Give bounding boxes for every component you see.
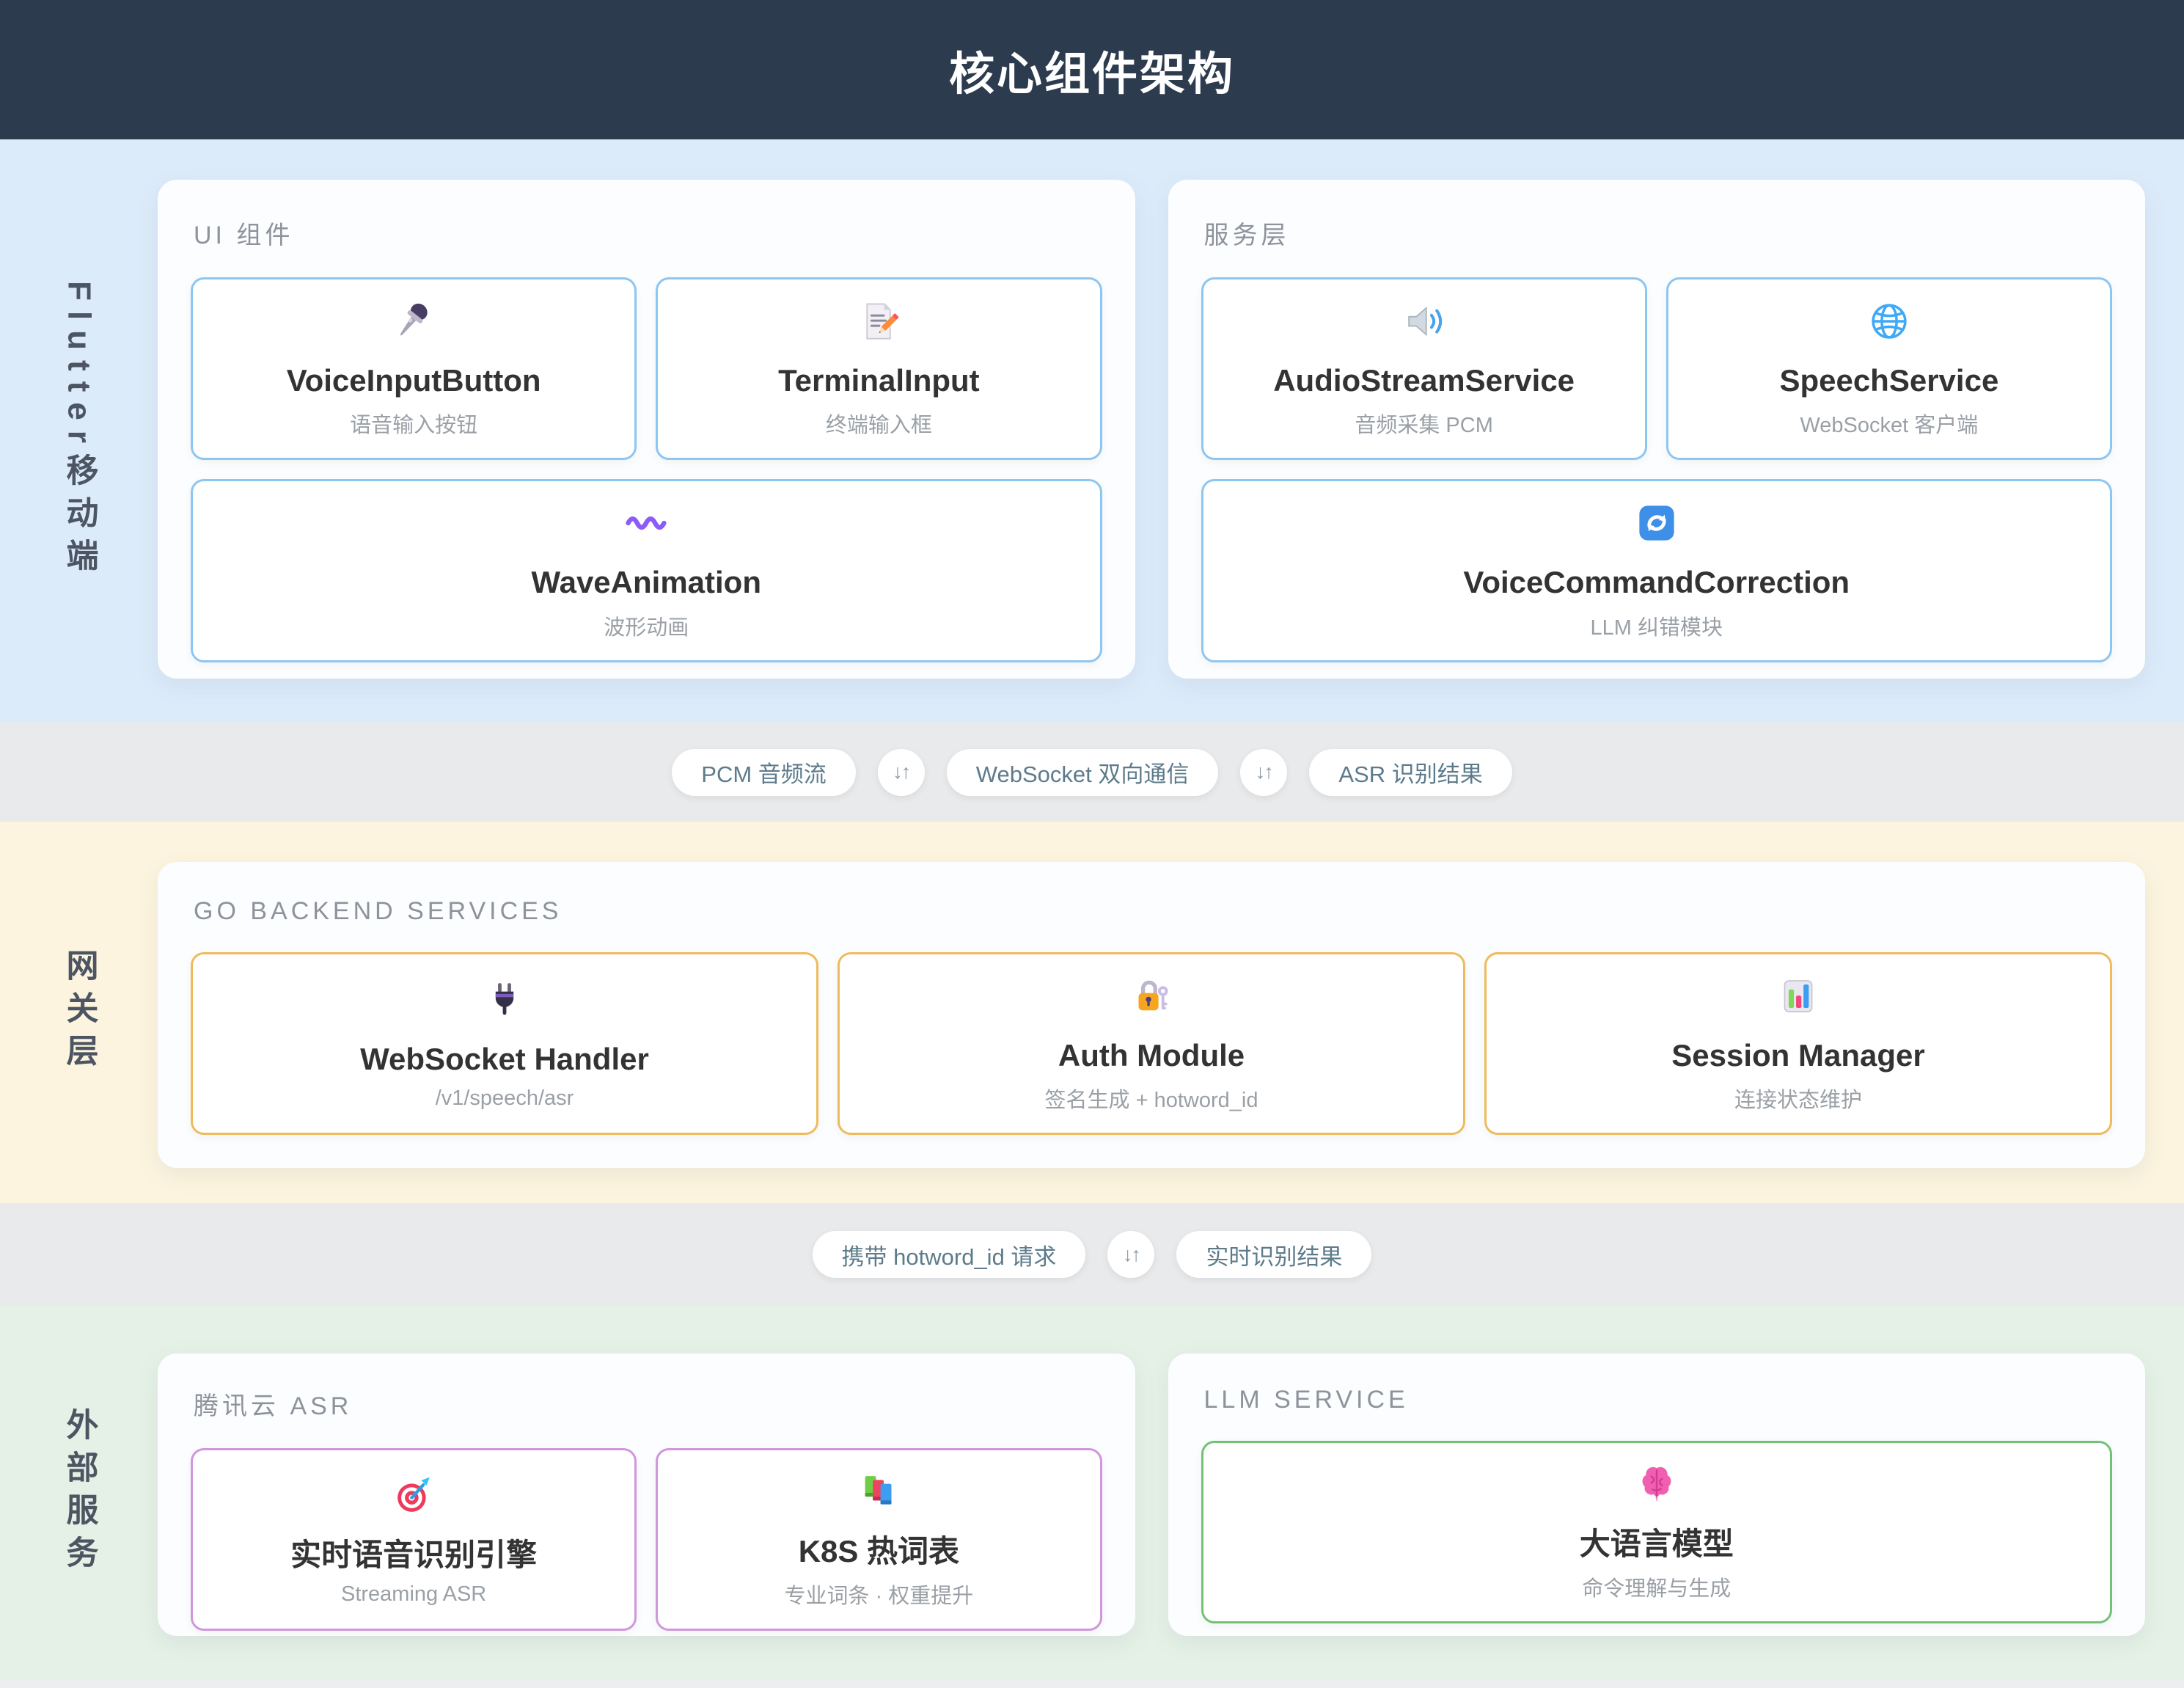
arrow-updown-icon: ↓↑	[1107, 1231, 1155, 1278]
card-title: 实时语音识别引擎	[290, 1537, 538, 1572]
card-title: WaveAnimation	[531, 565, 761, 600]
microphone-icon	[392, 299, 435, 344]
books-icon	[858, 1469, 899, 1515]
card-title: K8S 热词表	[798, 1534, 960, 1568]
layer-flutter-mobile: Flutter移动端 UI 组件 VoiceInputButton 语音输入按钮 T…	[0, 139, 2184, 723]
arrow-updown-icon: ↓↑	[877, 748, 925, 796]
target-icon	[393, 1473, 434, 1519]
page-title: 核心组件架构	[948, 49, 1235, 100]
component-card: VoiceInputButton 语音输入按钮	[191, 277, 637, 461]
flow-pill: WebSocket 双向通信	[946, 748, 1219, 796]
plug-icon	[485, 977, 524, 1023]
component-card: WaveAnimation 波形动画	[191, 479, 1102, 662]
flow-pill: 实时识别结果	[1176, 1231, 1372, 1278]
card-desc: Streaming ASR	[340, 1582, 487, 1606]
panel-title: LLM SERVICE	[1203, 1386, 1409, 1414]
speaker-sound-icon	[1403, 299, 1445, 344]
diagram-header: 核心组件架构	[0, 0, 2184, 139]
llm-service-cards: 大语言模型命令理解与生成	[1201, 1441, 2112, 1624]
layer-label-flutter: Flutter移动端	[0, 139, 158, 723]
component-card: AudioStreamService 音频采集 PCM	[1201, 277, 1647, 461]
component-card: TerminalInput 终端输入框	[656, 277, 1102, 461]
card-title: Session Manager	[1671, 1038, 1925, 1073]
component-card: Session Manager 连接状态维护	[1484, 952, 2112, 1136]
card-desc: 终端输入框	[825, 414, 932, 438]
tencent-asr-panel: 腾讯云 ASR 实时语音识别引擎 Streaming ASR K8S 热词表专业词条…	[158, 1353, 1135, 1636]
card-desc: 签名生成 + hotword_id	[1044, 1089, 1258, 1113]
llm-service-panel: LLM SERVICE 大语言模型命令理解与生成	[1168, 1353, 2145, 1636]
arrows-cycle-icon	[1636, 500, 1677, 546]
layer-external-services: 外部服务 腾讯云 ASR 实时语音识别引擎 Streaming ASR K8S 热词…	[0, 1306, 2184, 1680]
component-card: K8S 热词表专业词条 · 权重提升	[656, 1448, 1102, 1632]
card-title: WebSocket Handler	[360, 1041, 649, 1076]
layer-gateway: 网关层 GO BACKEND SERVICES WebSocket Handle…	[0, 822, 2184, 1203]
card-title: VoiceCommandCorrection	[1463, 565, 1850, 600]
memo-pencil-icon	[858, 299, 899, 344]
card-title: TerminalInput	[778, 363, 980, 398]
flow-pill: 携带 hotword_id 请求	[812, 1231, 1086, 1278]
card-desc: /v1/speech/asr	[435, 1086, 574, 1110]
card-desc: 音频采集 PCM	[1355, 414, 1493, 438]
card-title: VoiceInputButton	[286, 363, 541, 398]
ui-components-cards: VoiceInputButton 语音输入按钮 TerminalInput 终端输入框…	[191, 277, 1102, 662]
ui-components-panel: UI 组件 VoiceInputButton 语音输入按钮 TerminalInpu…	[158, 180, 1135, 679]
globe-icon	[1869, 299, 1910, 344]
layer-label-gateway: 网关层	[0, 822, 158, 1203]
bottom-strip	[0, 1680, 2184, 1688]
lock-key-icon	[1131, 973, 1172, 1019]
layer-label-text: Flutter移动端	[61, 281, 98, 581]
card-desc: 语音输入按钮	[350, 414, 478, 438]
bar-chart-icon	[1778, 973, 1818, 1019]
layer-label-external: 外部服务	[0, 1306, 158, 1680]
brain-icon	[1638, 1462, 1676, 1508]
card-title: Auth Module	[1058, 1038, 1245, 1073]
wave-icon	[625, 500, 667, 546]
panel-title: 服务层	[1203, 222, 1290, 249]
flow-row-gateway-external: 携带 hotword_id 请求 ↓↑ 实时识别结果	[0, 1203, 2184, 1306]
flow-pill: ASR 识别结果	[1309, 748, 1512, 796]
tencent-asr-cards: 实时语音识别引擎 Streaming ASR K8S 热词表专业词条 · 权重提升	[191, 1448, 1102, 1632]
card-desc: 波形动画	[604, 615, 689, 640]
card-desc: LLM 纠错模块	[1590, 615, 1723, 640]
card-desc: 专业词条 · 权重提升	[784, 1585, 974, 1609]
card-desc: 连接状态维护	[1734, 1089, 1862, 1113]
arrow-updown-icon: ↓↑	[1240, 748, 1288, 796]
card-title: 大语言模型	[1579, 1527, 1734, 1561]
gateway-layer-content: GO BACKEND SERVICES WebSocket Handler/v1…	[158, 822, 2184, 1203]
panel-title: 腾讯云 ASR	[194, 1392, 353, 1420]
card-desc: WebSocket 客户端	[1800, 414, 1979, 438]
layer-label-text: 网关层	[61, 949, 98, 1076]
flow-pill: PCM 音频流	[672, 748, 856, 796]
component-card: WebSocket Handler/v1/speech/asr	[191, 952, 818, 1136]
component-card: 实时语音识别引擎 Streaming ASR	[191, 1448, 637, 1632]
go-backend-panel: GO BACKEND SERVICES WebSocket Handler/v1…	[158, 862, 2145, 1168]
card-title: SpeechService	[1779, 363, 1999, 398]
flow-row-mobile-gateway: PCM 音频流 ↓↑ WebSocket 双向通信 ↓↑ ASR 识别结果	[0, 723, 2184, 822]
component-card: Auth Module 签名生成 + hotword_id	[838, 952, 1465, 1136]
layer-label-text: 外部服务	[61, 1408, 98, 1578]
card-title: AudioStreamService	[1273, 363, 1575, 398]
card-desc: 命令理解与生成	[1582, 1577, 1732, 1601]
service-layer-panel: 服务层 AudioStreamService 音频采集 PCM SpeechServ…	[1168, 180, 2145, 679]
panel-title: UI 组件	[194, 222, 294, 249]
component-card: 大语言模型命令理解与生成	[1201, 1441, 2112, 1624]
panel-title: GO BACKEND SERVICES	[194, 897, 563, 925]
external-layer-content: 腾讯云 ASR 实时语音识别引擎 Streaming ASR K8S 热词表专业词条…	[158, 1306, 2184, 1680]
flutter-layer-content: UI 组件 VoiceInputButton 语音输入按钮 TerminalInpu…	[158, 139, 2184, 723]
